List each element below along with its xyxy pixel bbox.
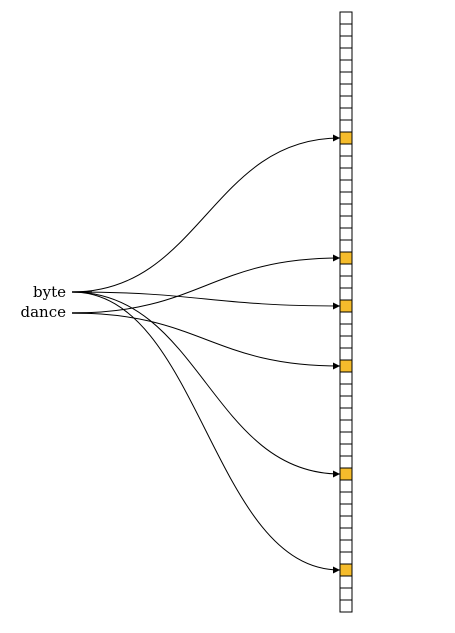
bit-cell bbox=[339, 35, 353, 49]
bit-cell bbox=[339, 59, 353, 73]
bit-cell bbox=[339, 323, 353, 337]
bit-cell bbox=[339, 335, 353, 349]
bit-cell-set bbox=[339, 251, 353, 265]
bit-cell bbox=[339, 227, 353, 241]
bit-cell bbox=[339, 599, 353, 613]
hash-edges bbox=[71, 134, 341, 574]
bit-cell bbox=[339, 203, 353, 217]
bit-cell bbox=[339, 371, 353, 385]
bit-cell bbox=[339, 515, 353, 529]
bit-cell bbox=[339, 191, 353, 205]
bit-cell bbox=[339, 95, 353, 109]
bit-cell bbox=[339, 575, 353, 589]
bit-cell bbox=[339, 47, 353, 61]
bit-cell bbox=[339, 263, 353, 277]
bit-cell-set bbox=[339, 563, 353, 577]
hash-arrow bbox=[71, 291, 341, 478]
bit-cell bbox=[339, 83, 353, 97]
hash-arrow bbox=[71, 291, 341, 574]
bit-cell bbox=[339, 167, 353, 181]
bit-cell bbox=[339, 347, 353, 361]
bit-cell bbox=[339, 179, 353, 193]
bit-cell bbox=[339, 107, 353, 121]
hash-arrow bbox=[71, 254, 341, 314]
bit-cell bbox=[339, 443, 353, 457]
bit-cell bbox=[339, 479, 353, 493]
bit-cell bbox=[339, 527, 353, 541]
hash-arrow bbox=[71, 291, 341, 310]
bit-cell bbox=[339, 311, 353, 325]
bit-cell bbox=[339, 23, 353, 37]
bit-cell bbox=[339, 155, 353, 169]
hash-arrow bbox=[71, 134, 341, 293]
bit-cell-set bbox=[339, 359, 353, 373]
bit-cell bbox=[339, 587, 353, 601]
word-byte: byte bbox=[33, 283, 66, 301]
bit-cell bbox=[339, 407, 353, 421]
bit-cell bbox=[339, 143, 353, 157]
bit-cell bbox=[339, 287, 353, 301]
bit-cell bbox=[339, 491, 353, 505]
bit-cell-set bbox=[339, 299, 353, 313]
bit-cell bbox=[339, 239, 353, 253]
bit-array bbox=[339, 11, 353, 613]
bit-cell bbox=[339, 431, 353, 445]
bit-cell bbox=[339, 419, 353, 433]
bit-cell-set bbox=[339, 131, 353, 145]
bit-cell bbox=[339, 551, 353, 565]
bit-cell bbox=[339, 539, 353, 553]
bit-cell bbox=[339, 71, 353, 85]
bit-cell bbox=[339, 275, 353, 289]
bit-cell bbox=[339, 215, 353, 229]
bit-cell bbox=[339, 383, 353, 397]
hash-arrow bbox=[71, 312, 341, 370]
bit-cell bbox=[339, 455, 353, 469]
bit-cell bbox=[339, 119, 353, 133]
word-stubs bbox=[72, 291, 92, 314]
bit-cell bbox=[339, 11, 353, 25]
bit-cell-set bbox=[339, 467, 353, 481]
word-dance: dance bbox=[21, 303, 67, 321]
bit-cell bbox=[339, 503, 353, 517]
bit-cell bbox=[339, 395, 353, 409]
